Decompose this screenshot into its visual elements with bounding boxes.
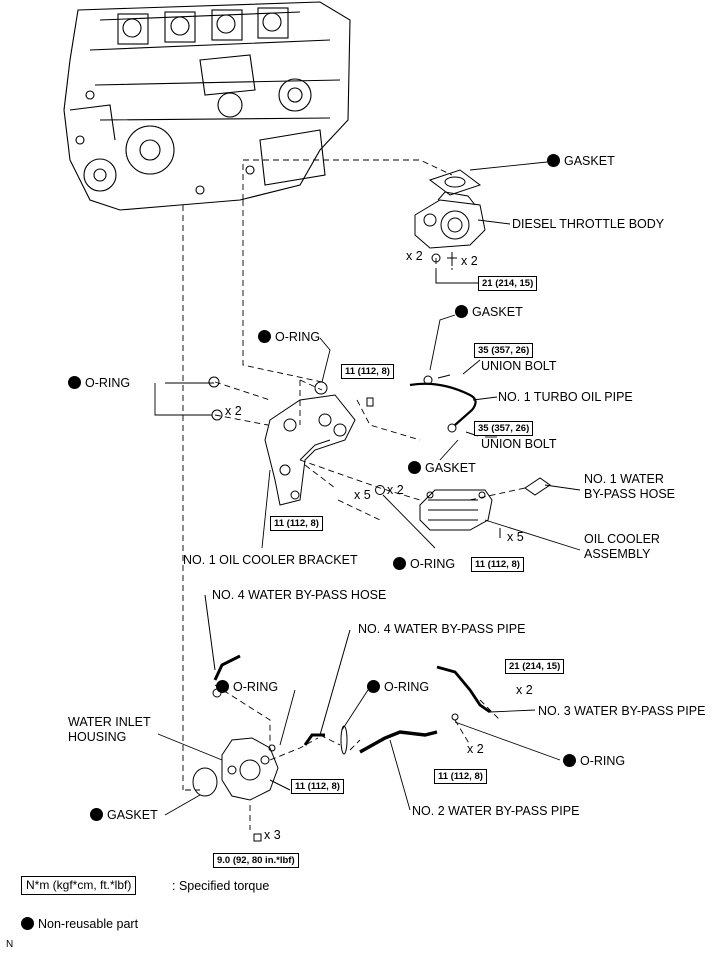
legend-torque-unit: N*m (kgf*cm, ft.*lbf) <box>21 876 137 895</box>
legend-torque-desc: : Specified torque <box>172 879 270 893</box>
multiplier-bracket-bolts: x 5 <box>354 488 371 502</box>
label-no1-turbo-oil-pipe: NO. 1 TURBO OIL PIPE <box>498 390 633 404</box>
label-gasket-top: GASKET <box>547 154 615 169</box>
oil-cooler-drawing <box>419 489 493 531</box>
non-reusable-dot-icon <box>563 754 576 767</box>
figure-code: N <box>6 939 14 950</box>
non-reusable-dot-icon <box>367 680 380 693</box>
label-union-bolt-bottom: UNION BOLT <box>481 437 557 451</box>
multiplier-o-ring-oc: x 2 <box>387 483 404 497</box>
label-no1-water-bypass-hose: NO. 1 WATER BY-PASS HOSE <box>584 472 676 501</box>
water-inlet-housing-drawing <box>221 737 291 801</box>
non-reusable-dot-icon <box>393 557 406 570</box>
label-no1-oil-cooler-bracket: NO. 1 OIL COOLER BRACKET <box>183 553 358 567</box>
torque-union-bottom: 35 (357, 26) <box>474 421 534 436</box>
label-no3-water-bypass-pipe: NO. 3 WATER BY-PASS PIPE <box>538 704 706 718</box>
torque-pipe4: 11 (112, 8) <box>291 779 344 794</box>
non-reusable-dot-icon <box>455 305 468 318</box>
label-no2-water-bypass-pipe: NO. 2 WATER BY-PASS PIPE <box>412 804 580 818</box>
torque-pipe3: 21 (214, 15) <box>505 659 565 674</box>
multiplier-pipe3: x 2 <box>516 683 533 697</box>
label-gasket-mid: GASKET <box>408 461 476 476</box>
torque-inlet: 9.0 (92, 80 in.*lbf) <box>213 853 299 868</box>
non-reusable-dot-icon <box>408 461 421 474</box>
torque-pipe2: 11 (112, 8) <box>434 769 487 784</box>
multiplier-pipe2: x 2 <box>467 742 484 756</box>
non-reusable-dot-icon <box>90 808 103 821</box>
legend-non-reusable: Non-reusable part <box>21 917 138 932</box>
torque-union-top: 35 (357, 26) <box>474 343 534 358</box>
engine-block-drawing <box>63 1 351 211</box>
non-reusable-dot-icon <box>216 680 229 693</box>
multiplier-throttle-a: x 2 <box>406 249 423 263</box>
label-no4-water-bypass-pipe: NO. 4 WATER BY-PASS PIPE <box>358 622 526 636</box>
label-gasket-turbo: GASKET <box>455 305 523 320</box>
non-reusable-dot-icon <box>21 917 34 930</box>
label-o-ring-oil-cooler: O-RING <box>393 557 455 572</box>
non-reusable-dot-icon <box>258 330 271 343</box>
multiplier-o-ring-left: x 2 <box>225 404 242 418</box>
multiplier-oil-cooler: x 5 <box>507 530 524 544</box>
label-water-inlet-housing: WATER INLET HOUSING <box>68 715 151 744</box>
label-oil-cooler-assembly: OIL COOLER ASSEMBLY <box>584 532 660 561</box>
label-diesel-throttle-body: DIESEL THROTTLE BODY <box>512 217 665 231</box>
label-gasket-bottom: GASKET <box>90 808 158 823</box>
label-o-ring-hose: O-RING <box>216 680 278 695</box>
label-o-ring-pipe: O-RING <box>367 680 429 695</box>
multiplier-throttle-b: x 2 <box>461 254 478 268</box>
label-union-bolt-top: UNION BOLT <box>481 359 557 373</box>
torque-throttle: 21 (214, 15) <box>478 276 538 291</box>
label-o-ring-left: O-RING <box>68 376 130 391</box>
label-o-ring-upper: O-RING <box>258 330 320 345</box>
oil-cooler-bracket-drawing <box>264 394 356 506</box>
torque-bracket-top: 11 (112, 8) <box>341 364 394 379</box>
torque-oil-cooler: 11 (112, 8) <box>471 557 524 572</box>
throttle-body-drawing <box>414 191 486 249</box>
torque-bracket-bolts: 11 (112, 8) <box>270 516 323 531</box>
label-o-ring-right: O-RING <box>563 754 625 769</box>
multiplier-inlet: x 3 <box>264 828 281 842</box>
non-reusable-dot-icon <box>68 376 81 389</box>
label-no4-water-bypass-hose: NO. 4 WATER BY-PASS HOSE <box>212 588 387 602</box>
non-reusable-dot-icon <box>547 154 560 167</box>
